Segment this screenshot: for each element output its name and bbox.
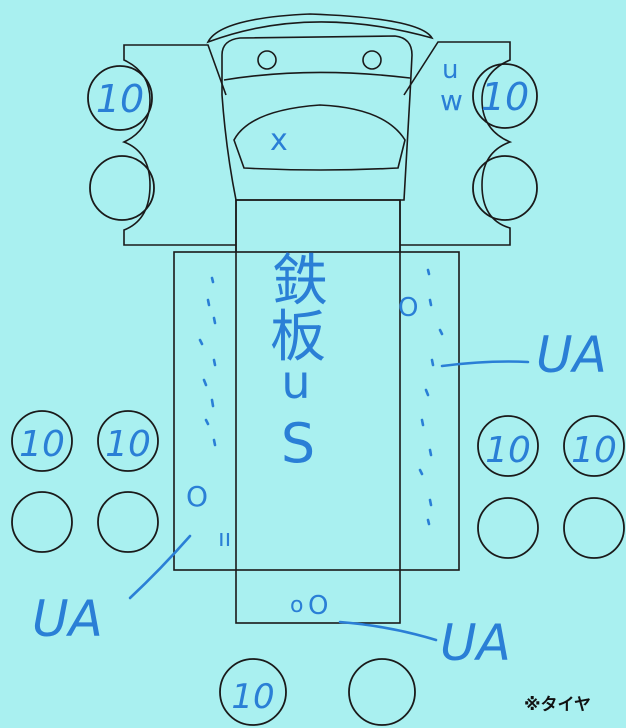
tire-mid-left-outer-top	[11, 410, 73, 472]
tire-rear-right	[348, 658, 416, 726]
ua-bottom-leader	[338, 620, 438, 642]
tire-label-rear-left: 10	[231, 677, 274, 717]
right-light	[362, 50, 382, 70]
cab-mark: x	[270, 123, 288, 158]
ua-right-leader	[440, 360, 530, 368]
tire-front-left-bottom	[89, 155, 155, 221]
handwritten-annotations: 10 10 10 10 10 10 10 x u w 鉄 板 u S UA UA…	[19, 55, 617, 717]
left-rust-specks	[198, 276, 217, 447]
tire-front-left-top	[87, 65, 153, 131]
bottom-mark-o1: o	[290, 593, 303, 618]
ua-left-leader	[128, 534, 192, 600]
bottom-mark-o2: O	[308, 591, 328, 621]
hood-panel	[233, 104, 406, 171]
tire-rear-left	[219, 658, 287, 726]
tire-footnote: ※タイヤ	[524, 695, 592, 715]
tire-label-front-right-top: 10	[481, 75, 529, 119]
tire-label-mid-right-inner: 10	[485, 430, 531, 471]
tire-mid-left-outer-bottom	[11, 491, 73, 553]
right-fender	[400, 41, 513, 246]
front-right-note-w: w	[440, 84, 463, 117]
front-right-note-u: u	[442, 55, 458, 85]
cab-body	[221, 35, 413, 201]
tires	[11, 63, 625, 726]
cargo-bed	[173, 251, 460, 571]
tire-label-mid-left-inner: 10	[105, 424, 151, 465]
tire-mid-right-inner-top	[477, 415, 539, 477]
left-mark-ii: ıı	[218, 524, 231, 552]
left-mark-o: O	[186, 480, 208, 513]
right-rust-specks	[418, 268, 444, 526]
vehicle-outline	[121, 13, 513, 624]
tire-label-mid-left-outer: 10	[19, 424, 65, 465]
center-label-ita: 板	[270, 305, 326, 370]
cab-windshield	[223, 71, 411, 81]
tire-mid-right-outer-top	[563, 415, 625, 477]
center-label-s: S	[281, 412, 315, 475]
tire-mid-left-inner-bottom	[97, 491, 159, 553]
tire-label-front-left-top: 10	[96, 77, 144, 121]
ua-label-bottom: UA	[440, 614, 511, 672]
tire-mid-left-inner-top	[97, 410, 159, 472]
roof-visor	[206, 13, 434, 44]
ua-label-right: UA	[536, 326, 607, 384]
handwritten-strokes	[128, 268, 530, 642]
ua-label-left: UA	[32, 590, 103, 648]
tire-mid-right-inner-bottom	[477, 497, 539, 559]
tire-label-mid-right-outer: 10	[571, 430, 617, 471]
tire-front-right-top	[472, 63, 538, 129]
left-light	[257, 50, 277, 70]
center-label-u: u	[281, 355, 310, 409]
tire-mid-right-outer-bottom	[563, 497, 625, 559]
center-label-tetsu: 鉄	[272, 249, 328, 314]
left-fender	[121, 44, 236, 246]
right-mark-o: O	[398, 293, 418, 323]
tire-front-right-bottom	[472, 155, 538, 221]
chassis-frame	[235, 199, 401, 624]
